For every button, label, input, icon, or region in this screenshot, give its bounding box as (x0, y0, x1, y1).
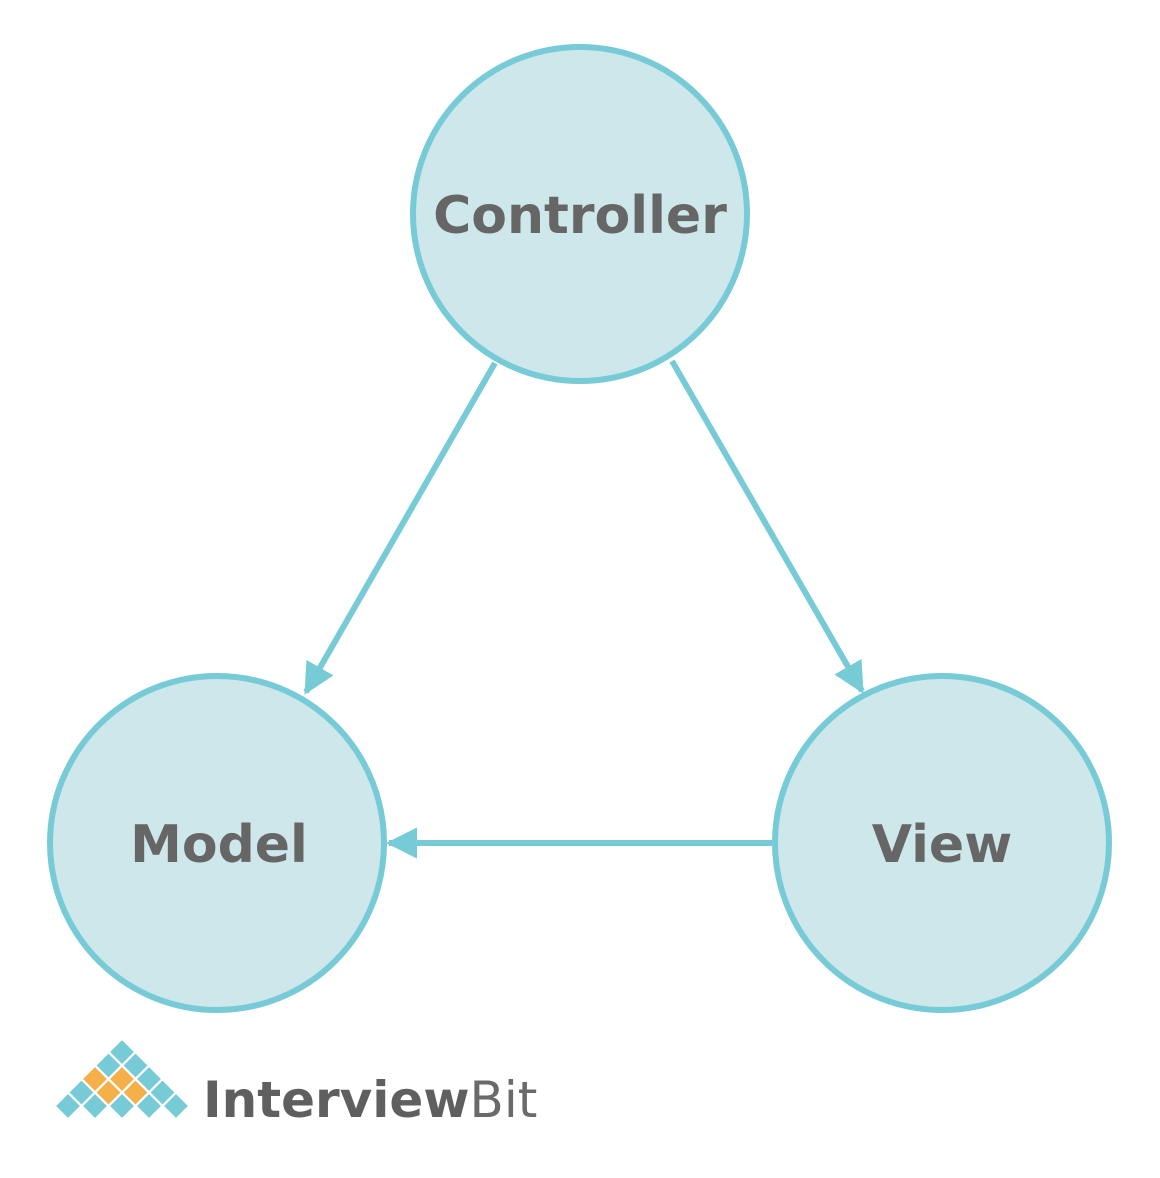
logo-diamond (164, 1094, 188, 1118)
node-model-circle (47, 673, 387, 1013)
edge-controller-to-view (669, 359, 865, 694)
brand-logo: InterviewBit (56, 1040, 537, 1129)
logo-diamond (123, 1080, 148, 1105)
brand-wordmark: InterviewBit (203, 1071, 537, 1129)
brand-name-light: Bit (470, 1071, 538, 1129)
logo-diamond (150, 1080, 175, 1105)
logo-diamond (110, 1040, 134, 1064)
logo-diamond (110, 1094, 134, 1118)
logo-diamond (56, 1094, 80, 1118)
logo-diamond (123, 1053, 148, 1078)
brand-name-bold: Interview (203, 1071, 470, 1129)
pyramid-diamond-grid-icon (56, 1040, 188, 1118)
logo-diamond (96, 1080, 121, 1105)
node-model: Model (47, 673, 387, 1013)
node-model-label: Model (130, 815, 308, 875)
logo-diamond (137, 1067, 161, 1091)
node-controller-label: Controller (433, 186, 727, 246)
logo-diamond (83, 1094, 107, 1118)
logo-diamond (69, 1080, 94, 1105)
node-controller: Controller (410, 44, 750, 384)
node-view: View (772, 673, 1112, 1013)
node-controller-circle (410, 44, 750, 384)
logo-diamond (96, 1053, 121, 1078)
logo-diamond (83, 1067, 107, 1091)
logo-diamond (137, 1094, 161, 1118)
node-view-circle (772, 673, 1112, 1013)
logo-diamond (110, 1067, 134, 1091)
node-view-label: View (872, 815, 1012, 875)
edge-controller-to-model (303, 361, 498, 695)
